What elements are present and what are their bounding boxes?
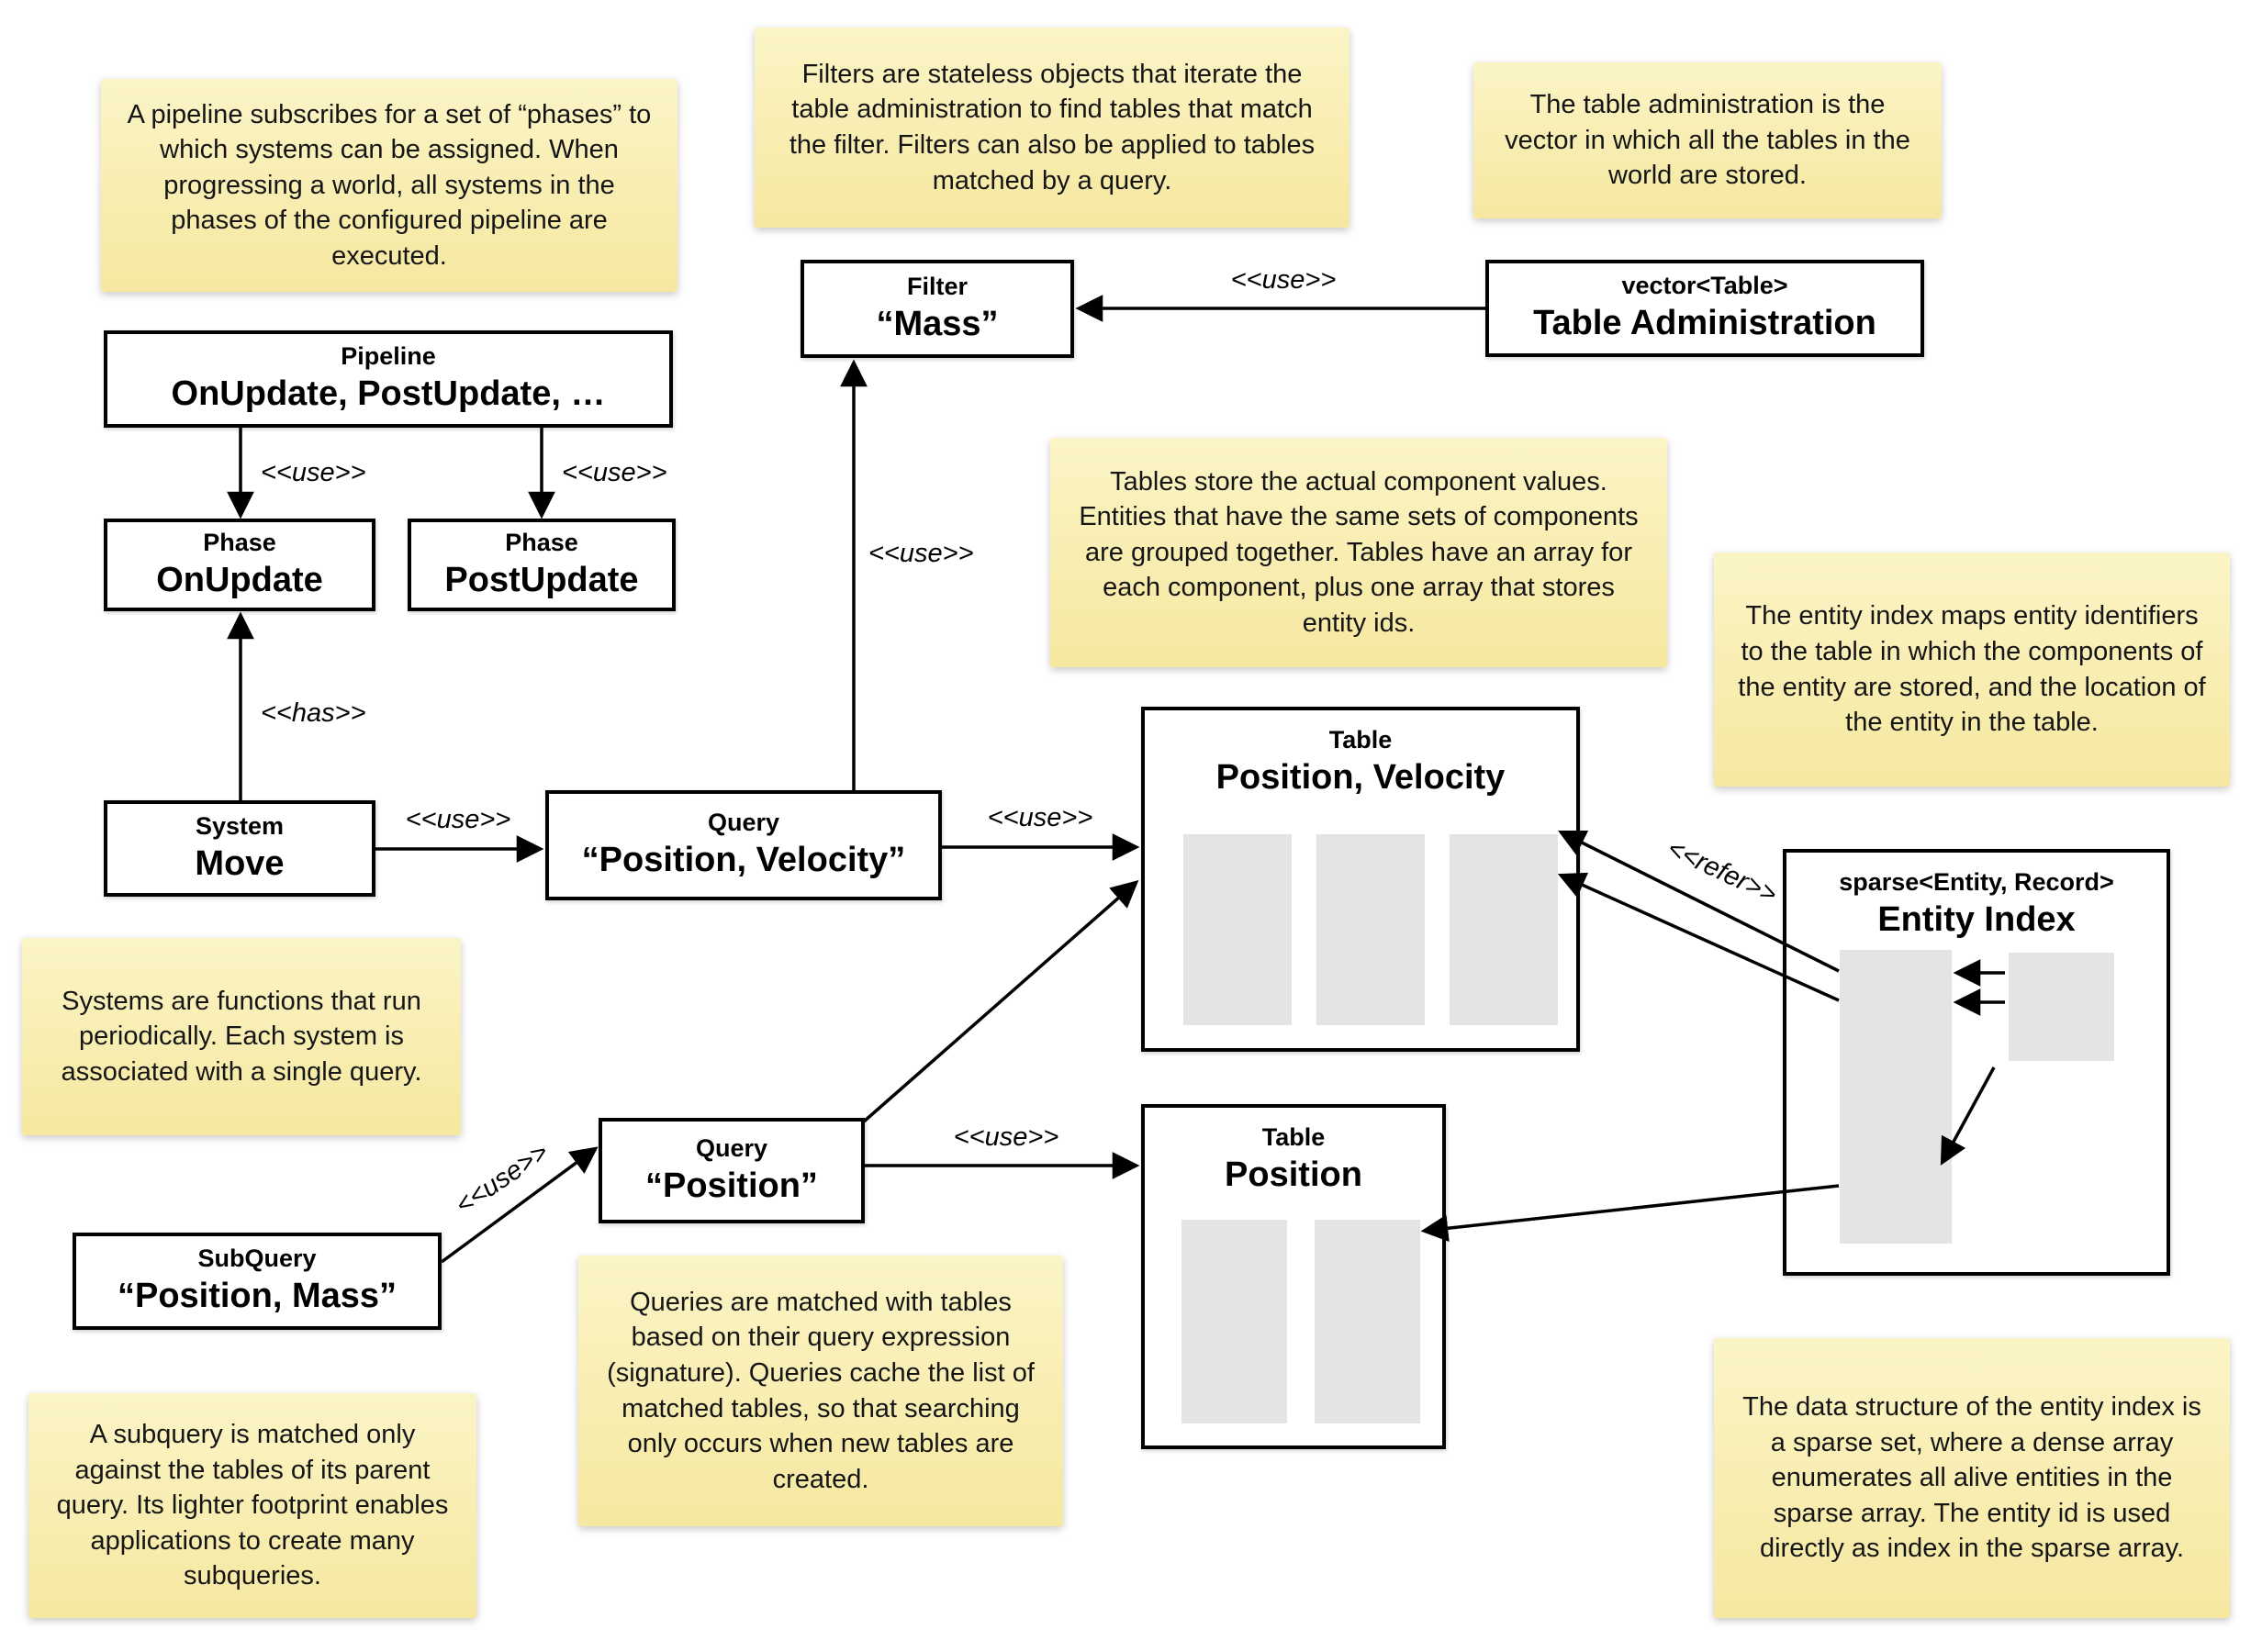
- box-query-position-velocity: Query “Position, Velocity”: [545, 790, 942, 900]
- component-array: [1450, 834, 1558, 1025]
- box-stereotype: vector<Table>: [1621, 272, 1788, 300]
- note-entity-index: The entity index maps entity identifiers…: [1714, 553, 2230, 787]
- note-text: A pipeline subscribes for a set of “phas…: [127, 99, 652, 271]
- arrow-label-use: <<use>>: [261, 458, 366, 487]
- note-subquery: A subquery is matched only against the t…: [28, 1393, 476, 1618]
- box-table-position: Table Position: [1141, 1104, 1446, 1449]
- sparse-array: [1840, 950, 1952, 1244]
- box-phase-postupdate: Phase PostUpdate: [408, 519, 676, 611]
- note-sparse-set: The data structure of the entity index i…: [1714, 1338, 2230, 1618]
- box-name: OnUpdate, PostUpdate, …: [171, 374, 606, 414]
- component-array: [1316, 834, 1425, 1025]
- box-stereotype: SubQuery: [197, 1245, 317, 1273]
- box-query-position: Query “Position”: [599, 1118, 865, 1223]
- note-text: Filters are stateless objects that itera…: [789, 59, 1316, 195]
- box-phase-onupdate: Phase OnUpdate: [104, 519, 375, 611]
- box-stereotype: Query: [695, 1133, 768, 1162]
- box-name: Position: [1225, 1155, 1362, 1195]
- note-text: The data structure of the entity index i…: [1742, 1392, 2201, 1564]
- box-entity-index: sparse<Entity, Record> Entity Index: [1783, 849, 2170, 1276]
- dense-array: [2009, 953, 2114, 1061]
- arrow-label-use: <<use>>: [954, 1122, 1059, 1152]
- box-stereotype: Pipeline: [341, 342, 436, 371]
- box-stereotype: Query: [707, 809, 780, 837]
- box-stereotype: sparse<Entity, Record>: [1839, 868, 2114, 896]
- arrow-label-use: <<use>>: [1231, 265, 1337, 295]
- arrow-label-use: <<use>>: [406, 805, 511, 834]
- box-name: Table Administration: [1533, 304, 1876, 343]
- arrow-subquery-to-query-p: [440, 1146, 599, 1264]
- box-name: “Position, Velocity”: [581, 841, 906, 880]
- component-array: [1181, 1220, 1287, 1423]
- arrow-label-use: <<use>>: [451, 1137, 554, 1221]
- box-stereotype: Table: [1261, 1123, 1326, 1151]
- box-pipeline: Pipeline OnUpdate, PostUpdate, …: [104, 330, 673, 428]
- box-name: “Position”: [645, 1166, 818, 1205]
- box-stereotype: System: [195, 811, 285, 840]
- note-text: Queries are matched with tables based on…: [607, 1287, 1035, 1494]
- box-name: OnUpdate: [156, 560, 323, 599]
- box-table-administration: vector<Table> Table Administration: [1485, 260, 1924, 357]
- note-text: Systems are functions that run periodica…: [61, 986, 422, 1087]
- box-stereotype: Filter: [906, 272, 968, 300]
- note-pipeline: A pipeline subscribes for a set of “phas…: [101, 79, 677, 292]
- box-table-position-velocity: Table Position, Velocity: [1141, 707, 1580, 1052]
- component-array: [1315, 1220, 1420, 1423]
- box-subquery: SubQuery “Position, Mass”: [73, 1233, 442, 1330]
- note-queries: Queries are matched with tables based on…: [578, 1256, 1063, 1526]
- note-text: The entity index maps entity identifiers…: [1738, 601, 2206, 738]
- box-system-move: System Move: [104, 800, 375, 897]
- note-text: A subquery is matched only against the t…: [56, 1420, 449, 1591]
- box-stereotype: Phase: [505, 528, 578, 556]
- box-stereotype: Phase: [203, 528, 276, 556]
- note-text: Tables store the actual component values…: [1079, 466, 1639, 638]
- note-table-admin: The table administration is the vector i…: [1473, 62, 1942, 218]
- note-filters: Filters are stateless objects that itera…: [755, 28, 1349, 228]
- box-name: Move: [195, 843, 285, 883]
- box-filter: Filter “Mass”: [801, 260, 1074, 358]
- arrow-label-use: <<use>>: [868, 539, 974, 568]
- box-stereotype: Table: [1328, 726, 1393, 753]
- arrow-label-has: <<has>>: [261, 698, 366, 728]
- note-tables: Tables store the actual component values…: [1050, 438, 1667, 667]
- arrow-label-refer: <<refer>>: [1663, 833, 1781, 910]
- arrow-entityindex-to-table-p: [1420, 1184, 1840, 1243]
- box-name: PostUpdate: [444, 560, 639, 599]
- note-systems: Systems are functions that run periodica…: [22, 938, 461, 1135]
- box-name: Position, Velocity: [1215, 758, 1506, 798]
- note-text: The table administration is the vector i…: [1505, 90, 1910, 191]
- box-name: “Position, Mass”: [117, 1277, 398, 1316]
- box-name: “Mass”: [876, 304, 999, 343]
- arrow-label-use: <<use>>: [988, 803, 1093, 832]
- arrow-query-p-to-table-pv: [862, 880, 1139, 1123]
- arrow-label-use: <<use>>: [562, 458, 667, 487]
- component-array: [1183, 834, 1292, 1025]
- box-name: Entity Index: [1877, 900, 2076, 940]
